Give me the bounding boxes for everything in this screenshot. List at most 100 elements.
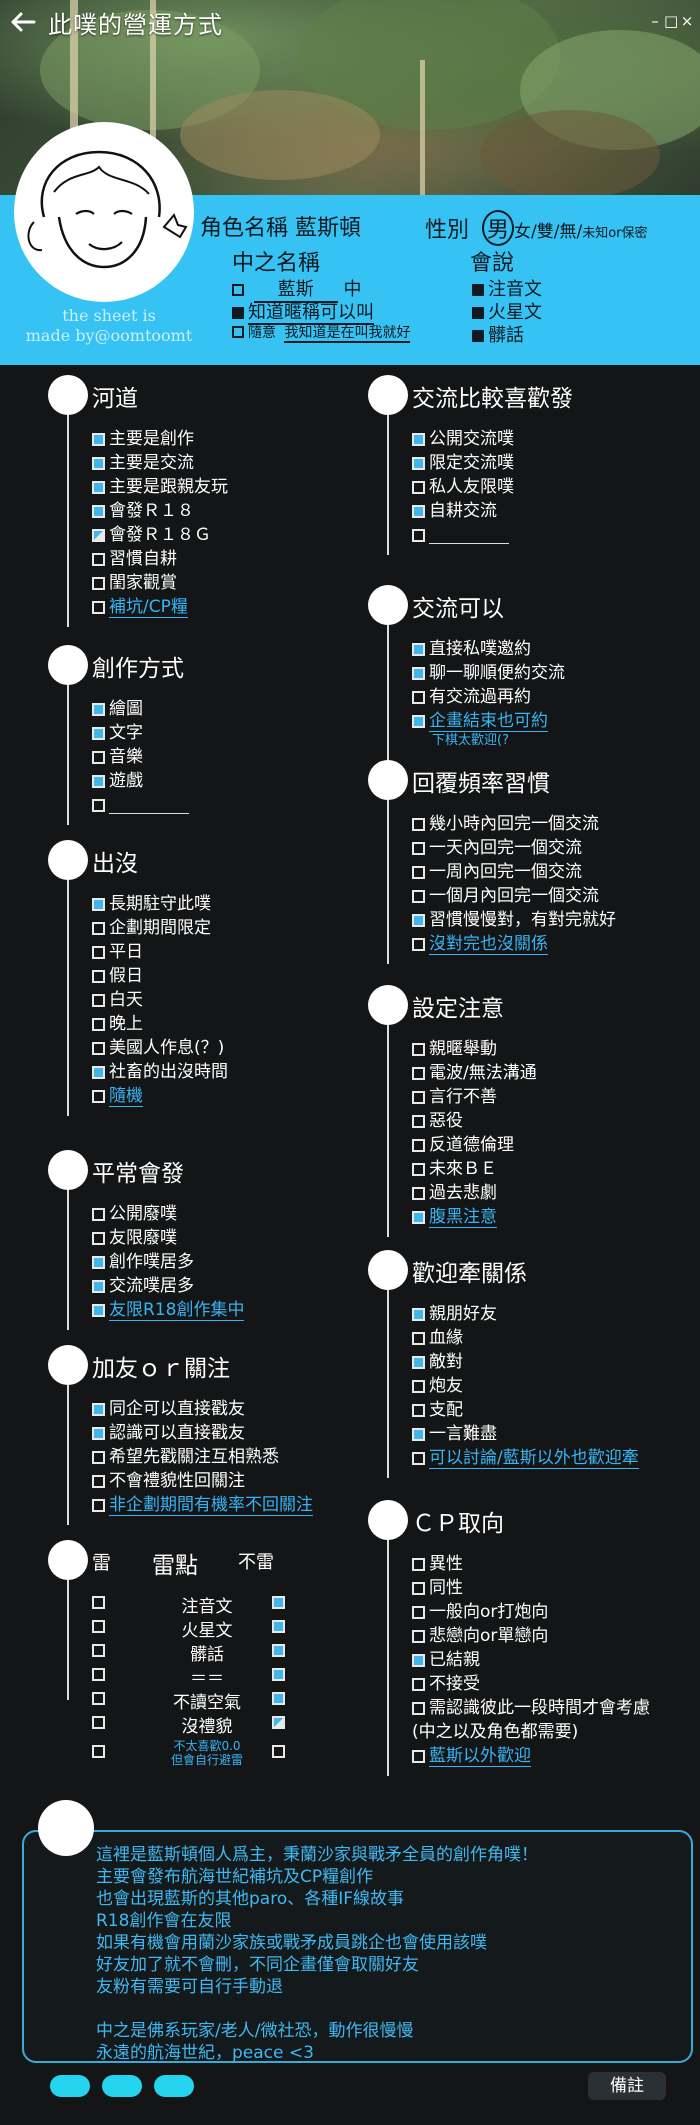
checkbox[interactable] [92, 600, 105, 614]
list-item[interactable] [412, 523, 514, 547]
checkbox[interactable] [92, 945, 105, 959]
lang-option[interactable]: 火星文 [472, 298, 542, 324]
checkbox[interactable] [412, 1186, 425, 1200]
checkbox-not-lei[interactable] [272, 1644, 285, 1657]
list-item[interactable]: 有交流過再約 [412, 685, 565, 709]
checkbox[interactable] [92, 774, 105, 788]
checkbox-not-lei[interactable] [272, 1620, 285, 1633]
list-item[interactable]: 長期駐守此噗 [92, 892, 228, 916]
list-item[interactable]: 異性 [412, 1552, 650, 1576]
nick-value[interactable]: 藍斯 [253, 275, 338, 303]
checkbox[interactable] [412, 528, 425, 542]
list-item[interactable]: 言行不善 [412, 1085, 537, 1109]
checkbox[interactable] [412, 1403, 425, 1417]
checkbox-not-lei[interactable] [272, 1596, 285, 1609]
list-item[interactable]: 希望先戳關注互相熟悉 [92, 1445, 313, 1469]
checkbox[interactable] [412, 1090, 425, 1104]
checkbox[interactable] [92, 1426, 105, 1440]
checkbox[interactable] [92, 969, 105, 983]
checkbox[interactable] [412, 1451, 425, 1465]
checkbox[interactable] [92, 993, 105, 1007]
checkbox[interactable] [92, 897, 105, 911]
nick-option-name[interactable]: 藍斯 中 [232, 275, 361, 303]
checkbox[interactable] [92, 1041, 105, 1055]
tab-pill[interactable] [154, 2075, 194, 2097]
list-item[interactable]: 限定交流噗 [412, 451, 514, 475]
list-item[interactable]: 藍斯以外歡迎 [412, 1744, 650, 1768]
list-item[interactable]: 主要是交流 [92, 451, 228, 475]
checkbox[interactable] [412, 841, 425, 855]
checkbox[interactable] [412, 1355, 425, 1369]
checkbox[interactable] [92, 1498, 105, 1512]
checkbox[interactable] [92, 504, 105, 518]
checkbox[interactable] [412, 817, 425, 831]
list-item[interactable]: 不會禮貌性回關注 [92, 1469, 313, 1493]
checkbox[interactable] [412, 480, 425, 494]
checkbox[interactable] [412, 666, 425, 680]
checkbox[interactable] [412, 1138, 425, 1152]
list-item[interactable]: (中之以及角色都需要) [412, 1720, 650, 1744]
gender-unknown[interactable]: 未知or保密 [582, 226, 648, 241]
list-item[interactable]: 過去悲劇 [412, 1181, 537, 1205]
checkbox[interactable] [412, 1701, 425, 1715]
lang-option[interactable]: 注音文 [472, 275, 542, 301]
blank-field[interactable] [429, 526, 509, 544]
list-item[interactable]: 自耕交流 [412, 499, 514, 523]
list-item[interactable]: 親暱舉動 [412, 1037, 537, 1061]
list-item[interactable]: 交流噗居多 [92, 1274, 244, 1298]
list-item[interactable]: 反道德倫理 [412, 1133, 537, 1157]
checkbox-lei[interactable] [92, 1644, 105, 1657]
list-item[interactable]: 私人友限噗 [412, 475, 514, 499]
checkbox[interactable] [92, 1017, 105, 1031]
checkbox[interactable] [232, 284, 244, 296]
list-item[interactable]: 友限R18創作集中 [92, 1298, 245, 1322]
checkbox[interactable] [92, 480, 105, 494]
list-item[interactable]: 悲戀向or單戀向 [412, 1624, 650, 1648]
checkbox[interactable] [92, 750, 105, 764]
checkbox[interactable] [92, 1065, 105, 1079]
list-item[interactable]: 腹黑注意 [412, 1205, 537, 1229]
checkbox[interactable] [412, 865, 425, 879]
checkbox[interactable] [92, 528, 105, 542]
list-item[interactable]: 電波/無法溝通 [412, 1061, 537, 1085]
list-item[interactable]: 一言難盡 [412, 1422, 639, 1446]
list-item[interactable]: 遊戲 [92, 769, 189, 793]
memo-button[interactable]: 備註 [588, 2072, 666, 2100]
checkbox-lei[interactable] [92, 1620, 105, 1633]
list-item[interactable]: 幾小時內回完一個交流 [412, 812, 616, 836]
back-button[interactable] [8, 7, 38, 37]
checkbox[interactable] [92, 456, 105, 470]
list-item[interactable]: 隨機 [92, 1084, 228, 1108]
list-item[interactable]: 平日 [92, 940, 228, 964]
checkbox[interactable] [472, 284, 484, 296]
checkbox[interactable] [412, 913, 425, 927]
checkbox[interactable] [412, 1557, 425, 1571]
checkbox[interactable] [412, 1677, 425, 1691]
close-icon[interactable]: × [680, 12, 694, 30]
checkbox[interactable] [412, 1653, 425, 1667]
tab-pill[interactable] [102, 2075, 142, 2097]
list-item[interactable]: 企畫結束也可約 [412, 709, 565, 733]
checkbox[interactable] [412, 1066, 425, 1080]
checkbox[interactable] [232, 326, 244, 338]
list-item[interactable]: 會發Ｒ１８Ｇ [92, 523, 228, 547]
list-item[interactable]: 繪圖 [92, 697, 189, 721]
checkbox[interactable] [412, 1581, 425, 1595]
checkbox[interactable] [92, 576, 105, 590]
list-item[interactable]: 非企劃期間有機率不回關注 [92, 1493, 313, 1517]
list-item[interactable]: 血緣 [412, 1326, 639, 1350]
checkbox[interactable] [412, 1629, 425, 1643]
list-item[interactable]: 創作噗居多 [92, 1250, 244, 1274]
list-item[interactable]: 可以討論/藍斯以外也歡迎牽 [412, 1446, 639, 1470]
lang-option[interactable]: 髒話 [472, 321, 524, 347]
checkbox[interactable] [412, 1162, 425, 1176]
maximize-icon[interactable]: □ [664, 12, 679, 30]
checkbox[interactable] [92, 432, 105, 446]
checkbox[interactable] [232, 307, 244, 319]
tab-pill[interactable] [50, 2075, 90, 2097]
checkbox[interactable] [92, 921, 105, 935]
list-item[interactable]: 不接受 [412, 1672, 650, 1696]
list-item[interactable]: 沒對完也沒關係 [412, 932, 616, 956]
checkbox[interactable] [412, 432, 425, 446]
checkbox[interactable] [92, 1279, 105, 1293]
